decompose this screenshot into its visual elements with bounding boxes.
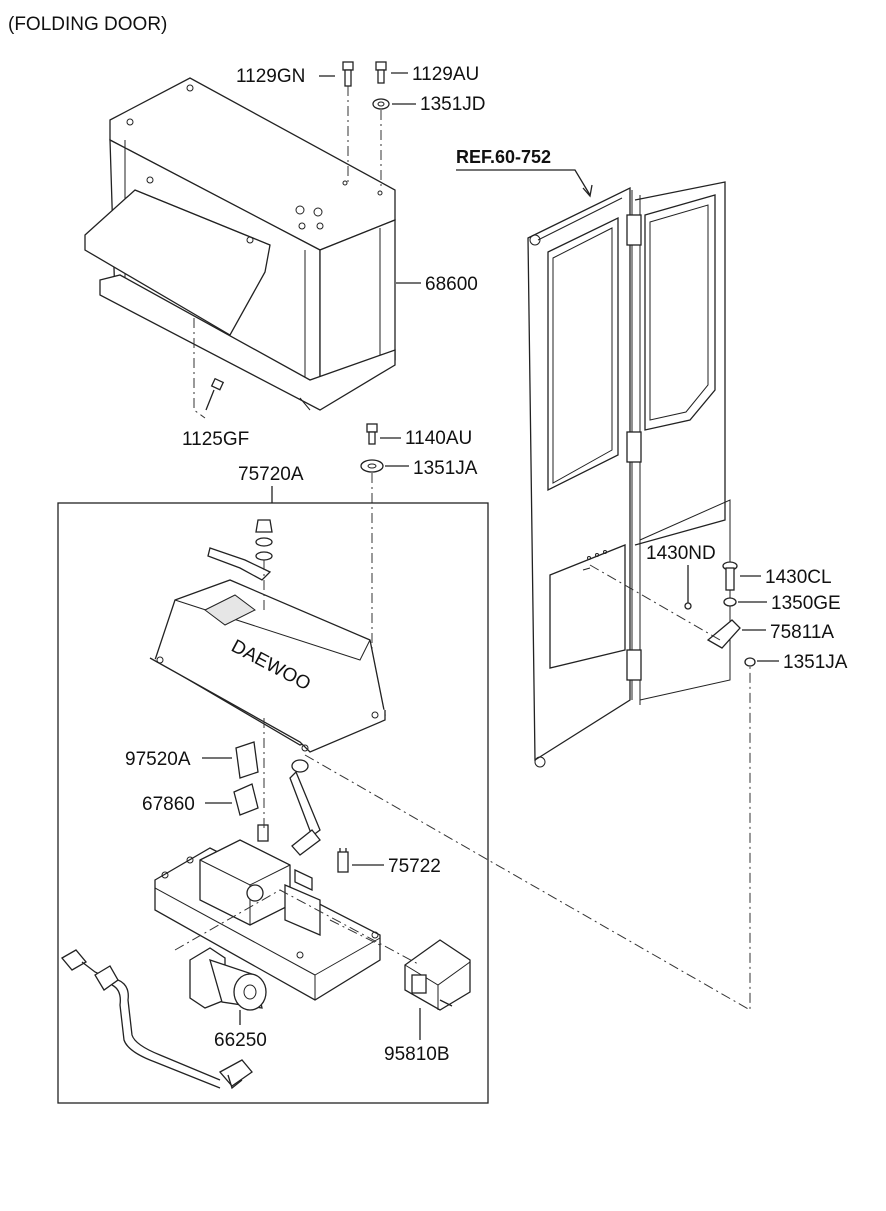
housing-68600 <box>84 77 396 411</box>
motor-66250 <box>189 947 267 1011</box>
callout-75720A: 75720A <box>238 464 304 503</box>
diagram-title: (FOLDING DOOR) <box>8 14 167 35</box>
washer-1350GE <box>723 597 737 607</box>
bracket-75811A <box>706 619 741 649</box>
svg-text:1129GN: 1129GN <box>236 66 305 87</box>
reference-callout: REF.60-752 <box>456 147 593 198</box>
callout-67860: 67860 <box>142 794 232 815</box>
callout-1350GE: 1350GE <box>738 593 841 614</box>
svg-text:1430ND: 1430ND <box>646 543 716 564</box>
kit-frame-75720A <box>57 502 489 1104</box>
svg-text:1430CL: 1430CL <box>765 567 832 588</box>
cover-nut-stack <box>207 519 273 581</box>
svg-text:66250: 66250 <box>214 1030 267 1051</box>
screw-1125GF <box>193 318 225 419</box>
reference-label: REF.60-752 <box>456 147 551 167</box>
svg-text:68600: 68600 <box>425 274 478 295</box>
svg-text:75720A: 75720A <box>238 464 304 485</box>
callout-68600: 68600 <box>396 274 478 295</box>
callout-75722: 75722 <box>352 856 441 877</box>
svg-text:1351JA: 1351JA <box>413 458 478 479</box>
control-module-95810B <box>404 939 471 1011</box>
bolt-1140AU <box>366 423 378 445</box>
svg-text:1351JD: 1351JD <box>420 94 486 115</box>
leader-base <box>329 919 381 946</box>
motor-cover: DAEWOO <box>149 579 386 753</box>
linkage-rod <box>289 759 321 856</box>
callout-66250: 66250 <box>214 1010 267 1051</box>
callout-1351JA-top: 1351JA <box>385 458 478 479</box>
leader-motor-module <box>174 889 421 966</box>
gear-unit <box>199 824 321 936</box>
svg-text:1125GF: 1125GF <box>182 429 249 450</box>
svg-text:1350GE: 1350GE <box>771 593 841 614</box>
callout-1129AU: 1129AU <box>391 64 479 85</box>
callout-1351JA-right: 1351JA <box>757 652 848 673</box>
folding-door-panel <box>527 181 731 768</box>
callout-1351JD: 1351JD <box>392 94 486 115</box>
callout-1430CL: 1430CL <box>740 567 832 588</box>
svg-text:1129AU: 1129AU <box>412 64 479 85</box>
wiring-harness <box>61 949 253 1090</box>
svg-text:75811A: 75811A <box>770 622 834 643</box>
pin-1430ND <box>684 565 692 610</box>
label-plate-97520A <box>235 741 259 779</box>
washer-1351JA-top <box>360 459 384 705</box>
callout-75811A: 75811A <box>742 622 834 643</box>
svg-text:97520A: 97520A <box>125 749 191 770</box>
leader-cover-door <box>304 665 751 1011</box>
label-plate-67860 <box>233 783 259 816</box>
bolt-1129GN <box>342 61 354 183</box>
washer-1351JD <box>372 98 390 188</box>
pin-1430CL <box>722 561 738 591</box>
callout-95810B: 95810B <box>384 1008 450 1065</box>
svg-text:1351JA: 1351JA <box>783 652 848 673</box>
door-hardware-leader <box>589 564 721 641</box>
bolt-1129AU <box>375 61 387 84</box>
callout-1125GF: 1125GF <box>182 429 249 450</box>
svg-text:95810B: 95810B <box>384 1044 450 1065</box>
callout-1140AU: 1140AU <box>380 428 472 449</box>
washer-1351JA-right <box>744 657 756 667</box>
callout-1129GN: 1129GN <box>236 66 335 87</box>
svg-text:75722: 75722 <box>388 856 441 877</box>
svg-text:67860: 67860 <box>142 794 195 815</box>
callout-97520A: 97520A <box>125 749 232 770</box>
svg-text:1140AU: 1140AU <box>405 428 472 449</box>
callout-1430ND: 1430ND <box>646 543 716 564</box>
switch-75722 <box>337 848 349 873</box>
